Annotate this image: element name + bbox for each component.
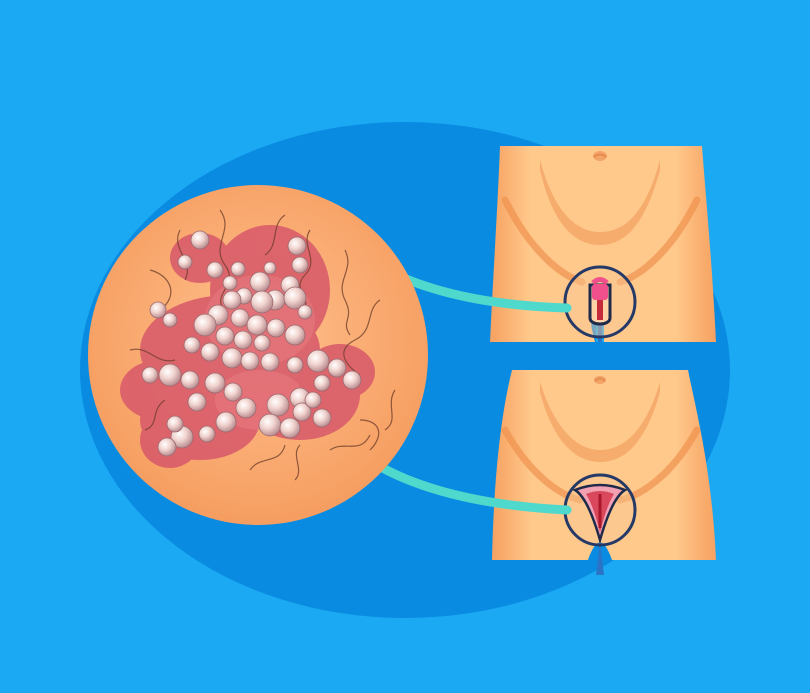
blister	[246, 314, 268, 336]
blister	[230, 308, 250, 328]
blister	[190, 230, 210, 250]
blister	[253, 334, 271, 352]
blister	[287, 236, 307, 256]
arrow-to-female	[367, 457, 572, 515]
blister	[215, 326, 235, 346]
blister	[141, 366, 159, 384]
female-navel	[594, 376, 606, 384]
male-abdomen-contour	[540, 160, 660, 245]
closeup-contents	[120, 209, 396, 481]
blister	[306, 349, 330, 373]
male-genital-tip	[591, 277, 609, 285]
blister	[221, 347, 243, 369]
blister	[206, 261, 224, 279]
blister	[233, 330, 253, 350]
blister-cluster	[141, 230, 362, 457]
female-groin-left	[501, 426, 584, 504]
blister	[284, 324, 306, 346]
blister	[222, 290, 242, 310]
blister	[183, 336, 201, 354]
blister	[200, 342, 220, 362]
blister	[240, 351, 260, 371]
blister	[149, 301, 167, 319]
blister	[304, 391, 322, 409]
male-genital-lesion	[592, 284, 608, 300]
blister	[162, 312, 178, 328]
female-navel-mark	[594, 377, 606, 382]
blister	[283, 286, 307, 310]
blister	[286, 356, 304, 374]
blister	[297, 304, 313, 320]
blister	[260, 352, 280, 372]
blister	[177, 254, 193, 270]
herpes-rash-closeup-icon	[88, 185, 428, 525]
blister	[279, 417, 301, 439]
female-pelvis-icon	[492, 370, 716, 575]
blister	[312, 408, 332, 428]
blister	[235, 397, 257, 419]
blister	[157, 437, 177, 457]
male-navel-mark	[593, 153, 607, 158]
blister	[187, 392, 207, 412]
male-navel	[593, 151, 607, 161]
blister	[193, 313, 217, 337]
male-pelvis-icon	[490, 146, 716, 342]
blister	[266, 318, 286, 338]
blister	[342, 370, 362, 390]
blister	[263, 261, 277, 275]
male-genital-shaft	[597, 300, 603, 320]
blister	[215, 411, 237, 433]
female-leg-gap	[596, 540, 604, 575]
blister	[250, 290, 274, 314]
blister	[223, 382, 243, 402]
blister	[313, 374, 331, 392]
female-groin-right	[616, 426, 701, 504]
blister	[327, 358, 347, 378]
blister	[180, 370, 200, 390]
blister	[198, 425, 216, 443]
female-abdomen-contour	[540, 382, 660, 462]
blister	[292, 402, 312, 422]
blister	[258, 413, 282, 437]
blister	[230, 261, 246, 277]
blister	[249, 271, 271, 293]
blister	[266, 393, 290, 417]
blister	[158, 363, 182, 387]
blister	[166, 415, 184, 433]
blister	[222, 275, 238, 291]
blister	[291, 256, 309, 274]
blister	[204, 372, 226, 394]
